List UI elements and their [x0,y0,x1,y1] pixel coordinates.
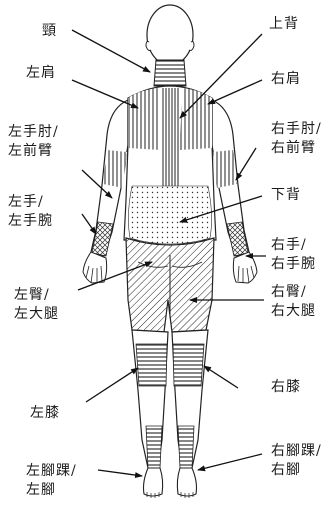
label-left-hand: 左手/ 左手腕 [8,193,53,231]
left-hand [83,252,107,283]
label-right-elbow: 右手肘/ 右前臂 [271,120,322,158]
right-elbow-region [213,150,237,188]
arrow-left-wrist [82,214,96,234]
label-right-shoulder: 右肩 [271,70,301,89]
left-elbow-region [103,150,127,188]
right-wrist-region [227,222,248,256]
label-right-hand: 右手/ 右手腕 [271,236,316,274]
left-ankle-region [146,426,162,468]
arrow-left-ankle [98,470,142,476]
left-knee-region [136,344,167,386]
arrow-right-knee [204,366,238,388]
right-ankle-region [178,426,194,468]
left-foot [144,468,163,496]
label-right-ankle: 右腳踝/ 右腳 [271,442,322,480]
right-shoulder-region [180,88,212,150]
label-left-hip: 左臀/ 左大腿 [14,286,59,324]
neck-region [154,60,186,86]
label-right-hip: 右臀/ 右大腿 [271,283,316,321]
label-left-ankle: 左腳踝/ 左腳 [26,462,77,500]
left-wrist-region [92,222,113,256]
label-right-knee: 右膝 [271,378,301,397]
left-shoulder-region [128,88,160,150]
arrow-right-elbow [236,148,256,180]
arrow-head [72,30,150,72]
arrow-left-shoulder [72,80,138,108]
right-foot [177,468,196,496]
upper-back-region [161,88,179,188]
lower-back-region [128,186,211,244]
head-shape [147,5,193,65]
label-head: 頸 [42,22,57,41]
label-left-shoulder: 左肩 [26,64,56,83]
label-left-elbow: 左手肘/ 左前臂 [8,123,59,161]
arrow-right-shoulder [208,80,262,104]
arrow-left-knee [86,368,138,402]
label-left-knee: 左膝 [30,404,60,423]
label-upper-back: 上背 [269,15,299,34]
arrow-right-ankle [198,454,262,470]
label-lower-back: 下背 [271,186,301,205]
right-knee-region [173,344,204,386]
